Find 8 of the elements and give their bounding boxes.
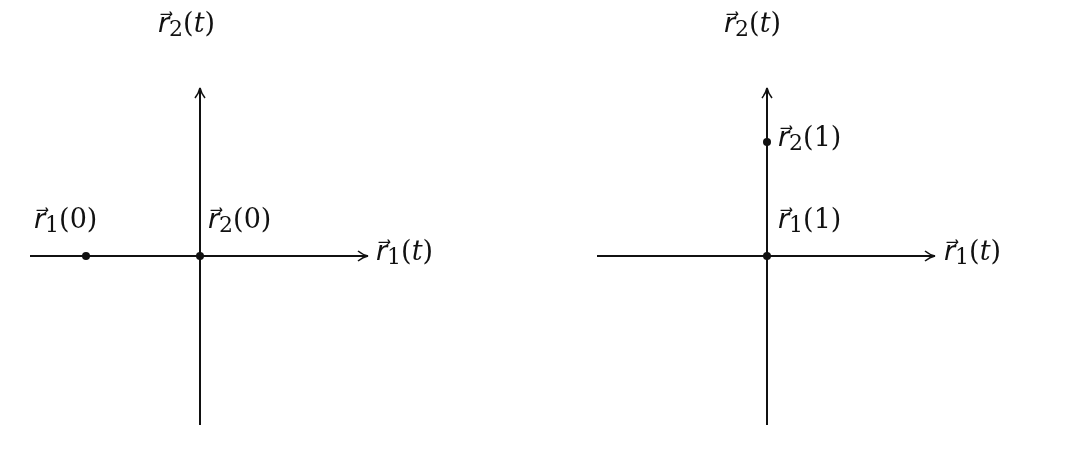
axis-label: r⃗$_{2}$(t): [158, 8, 216, 38]
axis-label: r⃗$_{2}$(t): [724, 8, 782, 38]
point-label: r⃗$_{1}$(1): [778, 204, 842, 234]
point-label: r⃗$_{2}$(0): [208, 204, 272, 234]
axis-label: r⃗$_{1}$(t): [944, 236, 1002, 266]
point-label: r⃗$_{1}$(0): [34, 204, 98, 234]
point-label: r⃗$_{2}$(1): [778, 122, 842, 152]
axis-label: r⃗$_{1}$(t): [376, 236, 434, 266]
